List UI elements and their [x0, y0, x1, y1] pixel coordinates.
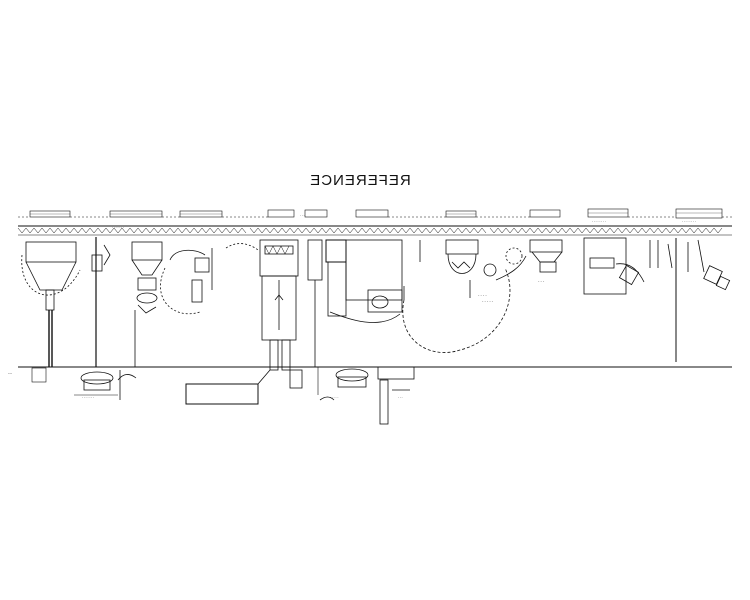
svg-text:- - - - - - - -: - - - - - - - -: [592, 219, 606, 223]
unit-dryer: - - -: [495, 239, 563, 283]
unit-right-columns: [649, 238, 731, 362]
unit-valve-station: - - - - - - - - -: [419, 239, 497, 303]
svg-text:- - - - -: - - - - -: [330, 395, 338, 399]
svg-text:---: ---: [8, 370, 13, 375]
unit-conveyor-housing: [583, 237, 645, 295]
svg-text:- - - - - - -: - - - - - - -: [82, 395, 94, 399]
unit-agitated-tank: [117, 241, 163, 400]
svg-text:- - - -: - - - -: [478, 292, 487, 297]
svg-text:- - -: - - -: [300, 213, 305, 217]
unit-exchanger: [307, 239, 405, 367]
small-annotations: - - - - - - - - - - - - - - - - - - - - …: [82, 213, 696, 399]
svg-text:- - - - - - -: - - - - - - -: [112, 225, 124, 229]
unit-motor-feeder: [160, 248, 213, 314]
svg-text:- - -: - - -: [398, 395, 403, 399]
svg-text:- - -: - - -: [538, 278, 545, 283]
unit-floor-pumps: [317, 366, 415, 425]
svg-text:- - - - -: - - - - -: [482, 298, 494, 303]
return-loop: [402, 267, 511, 353]
ground-band: [17, 225, 732, 236]
unit-central-tower: [185, 239, 303, 405]
svg-text:- - - - - - - -: - - - - - - - -: [682, 219, 696, 223]
header-label-boxes: [29, 208, 723, 219]
unit-pump-column: [74, 237, 118, 396]
unit-hopper-left: ---: [8, 241, 81, 383]
